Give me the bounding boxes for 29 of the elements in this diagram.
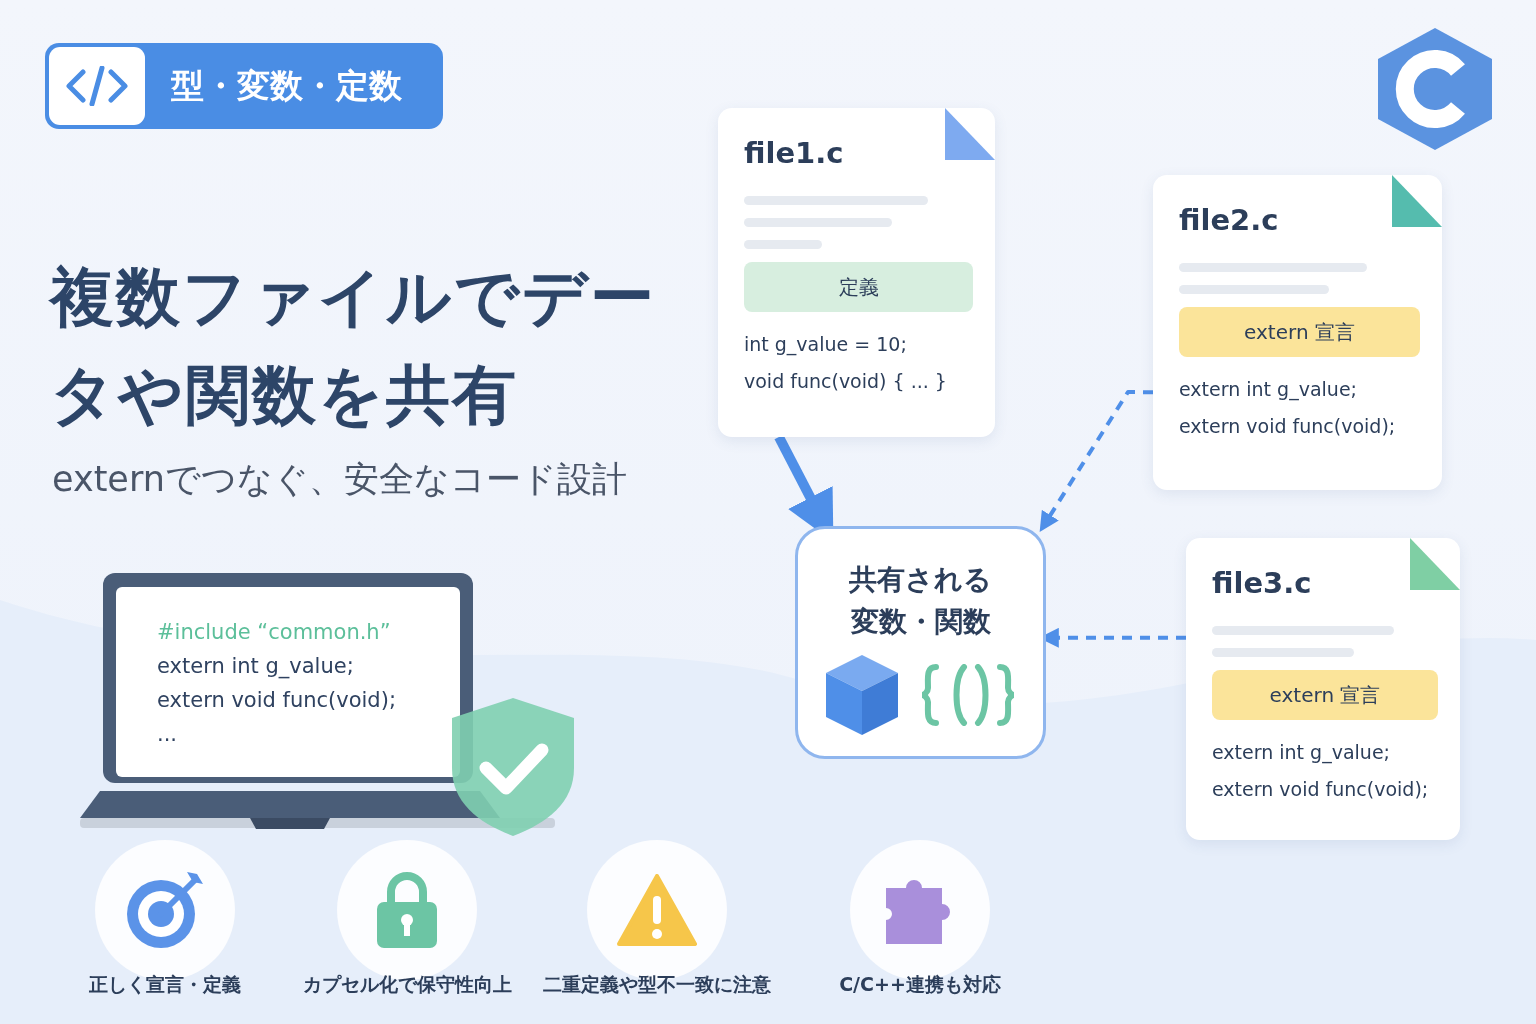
tag-label: extern 宣言: [1212, 670, 1438, 720]
code-line: extern void func(void);: [1212, 777, 1430, 802]
feature-caption: C/C++連携も対応: [839, 972, 1001, 997]
code-line: ...: [157, 722, 178, 746]
code-line: void func(void) { ... }: [744, 369, 948, 394]
file-name: file1.c: [744, 136, 845, 170]
subtitle: externでつなぐ、安全なコード設計: [52, 458, 627, 501]
feature-caption: 二重定義や型不一致に注意: [543, 972, 771, 997]
arrow: [1039, 390, 1154, 533]
tag-label: 定義: [744, 262, 973, 312]
code-line: extern void func(void);: [157, 688, 396, 712]
file-name: file3.c: [1212, 566, 1313, 600]
box-title: 共有される変数・関数: [848, 562, 993, 640]
file-card: [718, 108, 995, 437]
feature-caption: 正しく宣言・定義: [89, 972, 241, 997]
code-line: extern int g_value;: [1212, 740, 1391, 766]
code-line: extern void func(void);: [1179, 414, 1397, 439]
tag-label: extern 宣言: [1179, 307, 1420, 357]
code-line: #include “common.h”: [157, 620, 391, 644]
code-line: extern int g_value;: [1179, 377, 1358, 403]
code-line: extern int g_value;: [157, 654, 354, 678]
file-card: [1186, 538, 1460, 840]
feature-caption: カプセル化で保守性向上: [302, 972, 512, 997]
main-title: 複数ファイルでデータや関数を共有: [50, 259, 657, 434]
file-name: file2.c: [1179, 203, 1280, 237]
file-card: [1153, 175, 1442, 490]
shared-box: [795, 526, 1046, 759]
badge-title: 型・変数・定数: [171, 64, 402, 107]
code-line: int g_value = 10;: [744, 332, 908, 358]
